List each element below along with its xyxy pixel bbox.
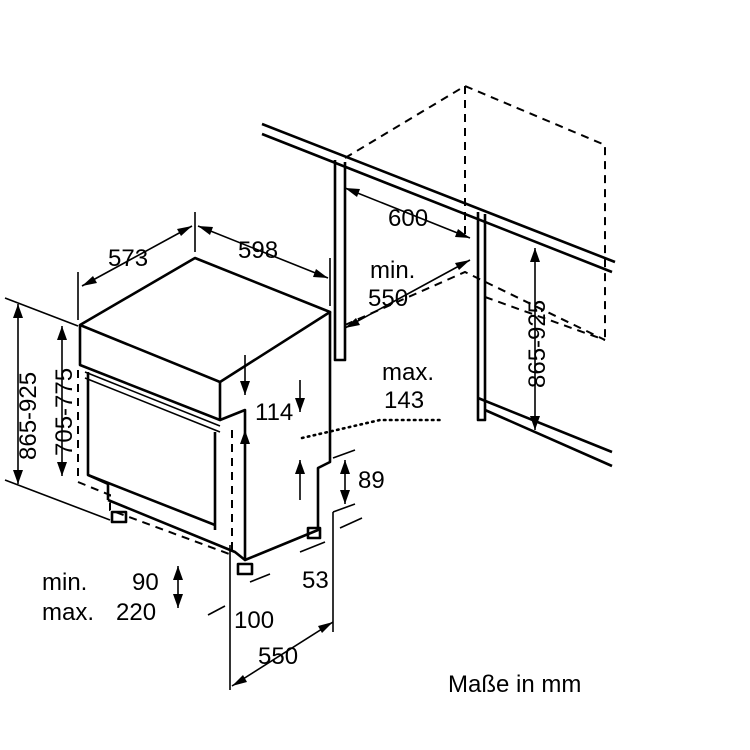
arrow-niche-depth-front	[345, 318, 360, 328]
dim-line-niche-depth	[344, 259, 471, 329]
dim-53-left	[299, 541, 326, 553]
ext-89-bottom	[332, 503, 356, 513]
label-143: 143	[384, 387, 424, 414]
arrow-114-upper	[240, 381, 250, 395]
arrow-550-front	[232, 675, 247, 686]
dim-53-right	[339, 517, 363, 529]
left-side-panel	[333, 160, 347, 362]
floor-line-2	[484, 408, 613, 468]
arrow-705-bottom	[57, 462, 67, 476]
arrow-89-top	[340, 460, 350, 474]
label-niche-height: 865-925	[524, 300, 551, 388]
dim-100-right	[249, 573, 271, 583]
label-max: max.	[382, 359, 434, 386]
panel-lower-edge-1	[84, 371, 221, 427]
arrow-niche-depth-rear	[455, 260, 470, 270]
front-right-foot	[236, 562, 254, 576]
dim-line-573	[81, 225, 193, 287]
arrow-598-right	[313, 269, 328, 278]
dim-100-left	[207, 605, 226, 616]
label-foot-max: max.	[42, 599, 94, 626]
arrow-865-top	[13, 304, 23, 318]
arrow-114-right-lower	[295, 460, 305, 474]
label-appliance-height: 865-925	[15, 372, 42, 460]
leader-143	[300, 418, 442, 440]
appliance-dimensions	[4, 212, 442, 690]
dim-line-550	[231, 621, 334, 687]
arrow-89-bottom	[340, 490, 350, 504]
cabinet-niche	[261, 84, 616, 468]
dishwasher-body	[77, 256, 332, 576]
arrow-573-rear	[177, 226, 192, 236]
top-face	[78, 256, 332, 384]
arrow-600-right	[455, 229, 470, 238]
label-550-bottom: 550	[258, 643, 298, 670]
arrow-foot-top	[173, 566, 183, 580]
label-53: 53	[302, 567, 329, 594]
label-600: 600	[388, 205, 428, 232]
dimension-labels: 600 min. 550 865-925 573 598 865-925 705…	[15, 205, 581, 698]
arrow-573-front	[82, 276, 97, 286]
ext-865-top	[4, 297, 79, 327]
dim-line-598	[197, 225, 329, 279]
arrow-550-rear	[318, 622, 333, 633]
rear-right-foot	[306, 526, 322, 540]
cabinet-outline-floor-2	[484, 296, 606, 341]
label-niche-min: min.	[370, 257, 415, 284]
label-598: 598	[238, 237, 278, 264]
cabinet-outline-top	[344, 84, 606, 340]
arrow-705-top	[57, 326, 67, 340]
cabinet-outline-floor	[344, 270, 606, 341]
label-114: 114	[255, 399, 293, 426]
label-foot-220: 220	[116, 599, 156, 626]
label-100: 100	[234, 607, 274, 634]
front-bottom-edge	[87, 473, 216, 527]
arrow-niche-height-bottom	[530, 416, 540, 430]
right-side-face	[219, 312, 332, 562]
countertop-front-edge	[261, 122, 616, 264]
label-89: 89	[358, 467, 385, 494]
arrow-niche-height-top	[530, 248, 540, 262]
label-foot-90: 90	[132, 569, 159, 596]
arrow-598-left	[198, 226, 213, 235]
arrow-114-right-upper	[295, 398, 305, 412]
arrow-600-left	[345, 188, 360, 197]
panel-lower-edge-2	[84, 377, 221, 433]
countertop-bottom-edge	[261, 132, 613, 274]
label-niche-550: 550	[368, 285, 408, 312]
ext-865-bottom	[4, 479, 111, 521]
right-side-panel	[476, 212, 487, 422]
arrow-foot-bottom	[173, 594, 183, 608]
front-left-foot	[110, 510, 128, 524]
door-contour-dashed	[77, 370, 233, 556]
ext-89-top	[332, 449, 356, 459]
floor-line-1	[477, 396, 613, 454]
label-573: 573	[108, 245, 148, 272]
plinth-bottom-edge	[107, 498, 246, 562]
label-foot-min: min.	[42, 569, 87, 596]
control-panel-front	[78, 325, 222, 422]
arrow-114-lower	[240, 430, 250, 444]
arrow-865-bottom	[13, 470, 23, 484]
caption-units: Maße in mm	[448, 671, 581, 698]
label-door-height: 705-775	[51, 368, 78, 456]
dim-line-600	[344, 187, 471, 239]
